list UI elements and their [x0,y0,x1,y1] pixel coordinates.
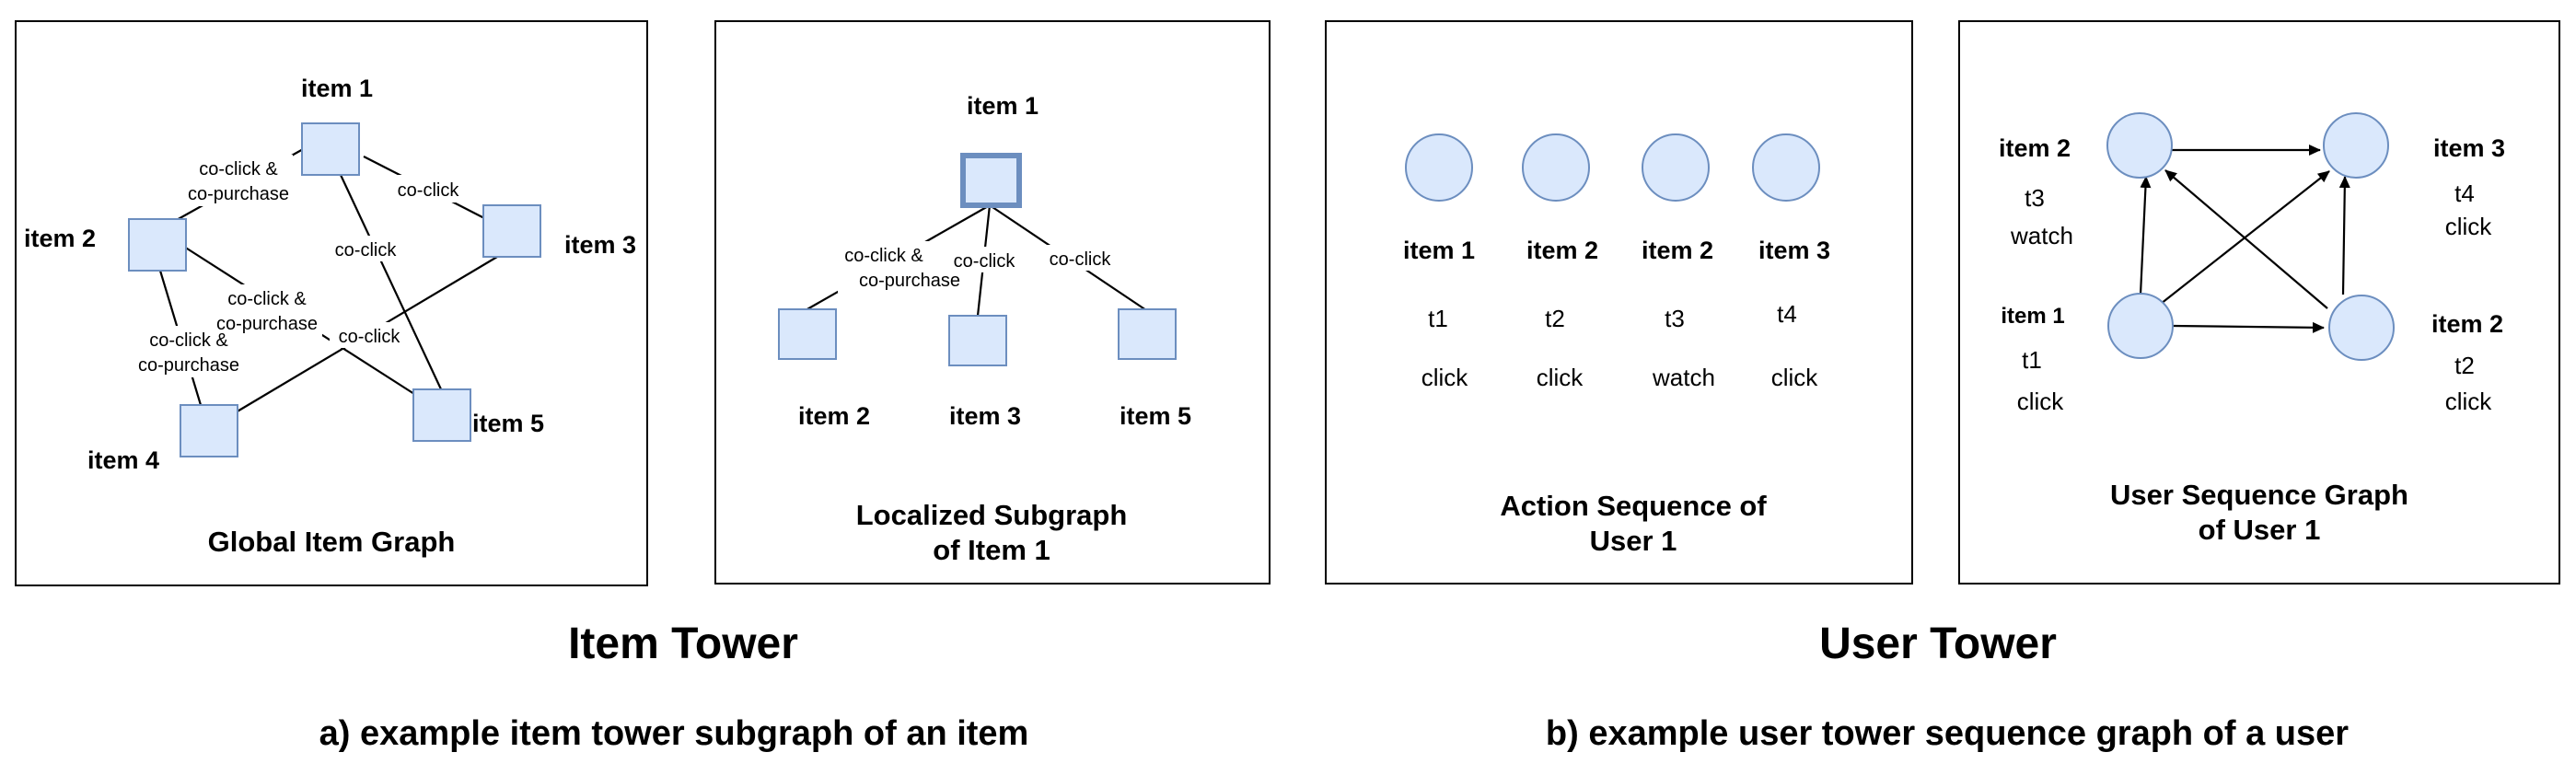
item5-node [412,388,471,442]
item3-t4-node [2323,112,2389,179]
edge-label: co-click & [149,330,228,351]
panel-caption: Action Sequence of [1500,490,1767,522]
arrow-bl-to-tl [2139,176,2152,295]
node-item-label: item 2 [2431,310,2503,338]
item2-node [1642,133,1710,202]
action-sequence-panel: item 1 item 2 item 2 item 3 t1 t2 t3 t4 … [1325,20,1913,585]
edge-label: co-click [398,180,460,201]
action-type-label: click [1771,364,1819,391]
arrow-br-to-tl [2164,169,2328,309]
node-time-label: t4 [2454,179,2475,207]
item1-node [301,122,360,176]
sequence-arrows [2139,145,2350,333]
edge-label: co-click & [199,159,278,179]
action-time-label: t4 [1777,300,1797,328]
panel-frame [15,20,648,586]
subcaption-b: b) example user tower sequence graph of … [1546,714,2349,753]
edge-label: co-purchase [216,314,318,334]
edge-label: co-click & [227,289,307,309]
user-tower-title: User Tower [1819,619,2057,668]
item1-node [1405,133,1473,202]
arrow-bl-to-br [2172,321,2325,333]
item2-node [1522,133,1590,202]
item3-label: item 3 [949,402,1021,430]
item2-t3-node [2106,112,2173,179]
item-tower-title: Item Tower [568,619,798,668]
panel-caption: User 1 [1590,525,1677,557]
edge-label: co-purchase [859,271,960,291]
user-sequence-graph-panel: item 2 t3 watch item 3 t4 click item 1 t… [1958,20,2560,585]
node-item-label: item 2 [1999,134,2071,162]
action-item-label: item 2 [1642,237,1713,264]
panel-caption: of Item 1 [933,534,1050,566]
item2-node [128,218,187,272]
item2-label: item 2 [24,225,96,252]
subcaption-a: a) example item tower subgraph of an ite… [319,714,1029,753]
localized-subgraph-panel: item 1 item 2 item 3 item 5 co-click & c… [714,20,1271,585]
edge-label: co-click [1050,249,1112,270]
node-time-label: t2 [2454,352,2475,379]
item3-label: item 3 [564,231,636,259]
node-item-label: item 1 [2001,304,2064,329]
node-time-label: t1 [2022,346,2042,374]
edge-label: co-click [954,251,1016,272]
item2-t2-node [2328,295,2395,361]
action-time-label: t2 [1545,305,1565,332]
panel-caption: of User 1 [2199,514,2321,546]
item4-label: item 4 [87,446,159,474]
edge-label: co-click & [844,246,923,266]
edge-label: co-click [339,327,401,347]
action-type-label: watch [1652,364,1715,391]
item1-label: item 1 [301,75,373,102]
edge-item1-item5 [340,174,443,392]
item4-node [180,404,238,457]
node-item-label: item 3 [2433,134,2505,162]
item5-label: item 5 [472,410,544,437]
edge-label: co-purchase [188,184,289,204]
action-time-label: t1 [1428,305,1448,332]
panel-frame [1958,20,2560,585]
action-type-label: click [1421,364,1469,391]
panel-caption: User Sequence Graph [2110,479,2408,511]
node-time-label: t3 [2025,184,2045,212]
node-action-label: click [2445,388,2493,415]
item3-node [948,315,1007,366]
node-action-label: watch [2010,222,2073,249]
action-item-label: item 3 [1758,237,1830,264]
item1-label: item 1 [967,92,1039,120]
action-type-label: click [1537,364,1584,391]
item2-label: item 2 [798,402,870,430]
edge-label: co-click [335,240,398,260]
action-item-label: item 1 [1403,237,1475,264]
panel-frame [1325,20,1913,585]
item3-node [1752,133,1820,202]
item2-node [778,308,837,360]
item5-label: item 5 [1120,402,1191,430]
item1-t1-node [2107,293,2174,359]
global-item-graph-panel: item 1 item 2 item 3 item 4 item 5 co-cl… [15,20,648,586]
item5-node [1118,308,1177,360]
edge-label: co-purchase [138,355,239,376]
item3-node [482,204,541,258]
panel-caption: Global Item Graph [208,526,456,558]
action-item-label: item 2 [1526,237,1598,264]
panel-frame [714,20,1271,585]
action-time-label: t3 [1665,305,1685,332]
node-action-label: click [2017,388,2065,415]
arrow-br-to-tr [2338,176,2350,295]
node-action-label: click [2445,213,2493,240]
item1-node-selected [960,153,1022,208]
panel-caption: Localized Subgraph [856,499,1128,531]
